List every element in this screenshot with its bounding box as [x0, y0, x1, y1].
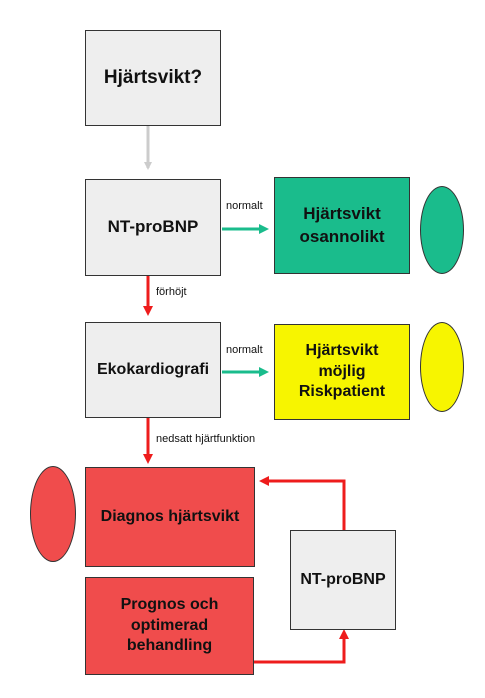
red-circle — [30, 466, 76, 562]
node-prognosis-label: Prognos och optimerad behandling — [120, 595, 219, 655]
edge-label-elevated: förhöjt — [156, 286, 187, 298]
node-ntprobnp-first-label: NT-proBNP — [107, 217, 199, 237]
edge-label-reduced-function: nedsatt hjärtfunktion — [156, 433, 256, 445]
node-ntprobnp-first: NT-proBNP — [85, 179, 221, 276]
node-possible-label: Hjärtsvikt möjlig Riskpatient — [298, 341, 386, 401]
arrow-prognosis-to-ntprobnp — [254, 629, 349, 664]
node-prognosis: Prognos och optimerad behandling — [85, 577, 254, 675]
node-echo-label: Ekokardiografi — [96, 360, 210, 378]
yellow-circle — [420, 322, 464, 412]
green-circle — [420, 186, 464, 274]
node-unlikely-label: Hjärtsvikt osannolikt — [299, 204, 385, 246]
node-unlikely: Hjärtsvikt osannolikt — [274, 177, 410, 274]
node-echo: Ekokardiografi — [85, 322, 221, 418]
arrow-ntprobnp-to-diagnosis — [259, 476, 346, 530]
node-possible: Hjärtsvikt möjlig Riskpatient — [274, 324, 410, 420]
node-question-label: Hjärtsvikt? — [103, 66, 203, 88]
node-ntprobnp-second-label: NT-proBNP — [300, 570, 386, 588]
edge-label-normal-2: normalt — [226, 344, 263, 356]
node-ntprobnp-second: NT-proBNP — [290, 530, 396, 630]
node-diagnosis: Diagnos hjärtsvikt — [85, 467, 255, 567]
edge-label-normal-1: normalt — [226, 200, 263, 212]
node-question: Hjärtsvikt? — [85, 30, 221, 126]
node-diagnosis-label: Diagnos hjärtsvikt — [100, 507, 240, 525]
